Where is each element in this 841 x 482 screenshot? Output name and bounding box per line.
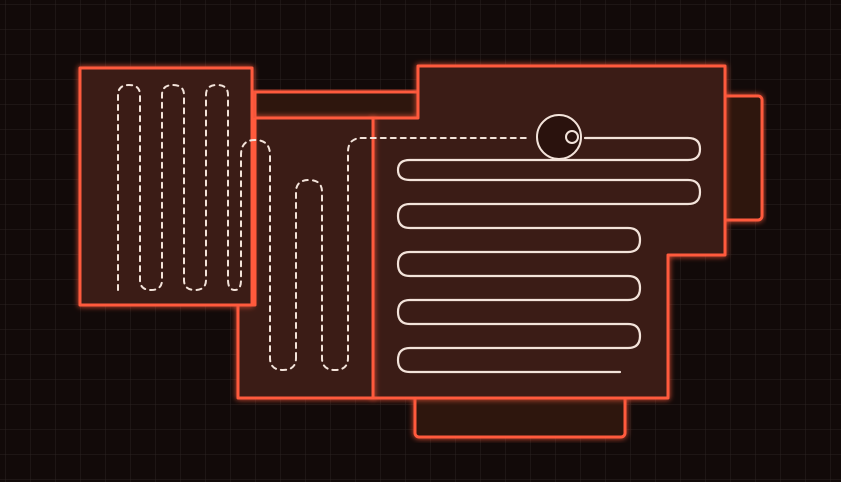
completed-path-right-room bbox=[396, 136, 702, 374]
room-left[interactable] bbox=[78, 66, 254, 307]
room-right[interactable] bbox=[371, 64, 727, 400]
room-middle[interactable] bbox=[236, 116, 375, 400]
planned-path-left-room bbox=[117, 83, 297, 372]
robot-vacuum-icon[interactable] bbox=[536, 114, 582, 160]
room-top-connector[interactable] bbox=[253, 90, 420, 120]
planned-path-middle-room bbox=[295, 137, 531, 372]
